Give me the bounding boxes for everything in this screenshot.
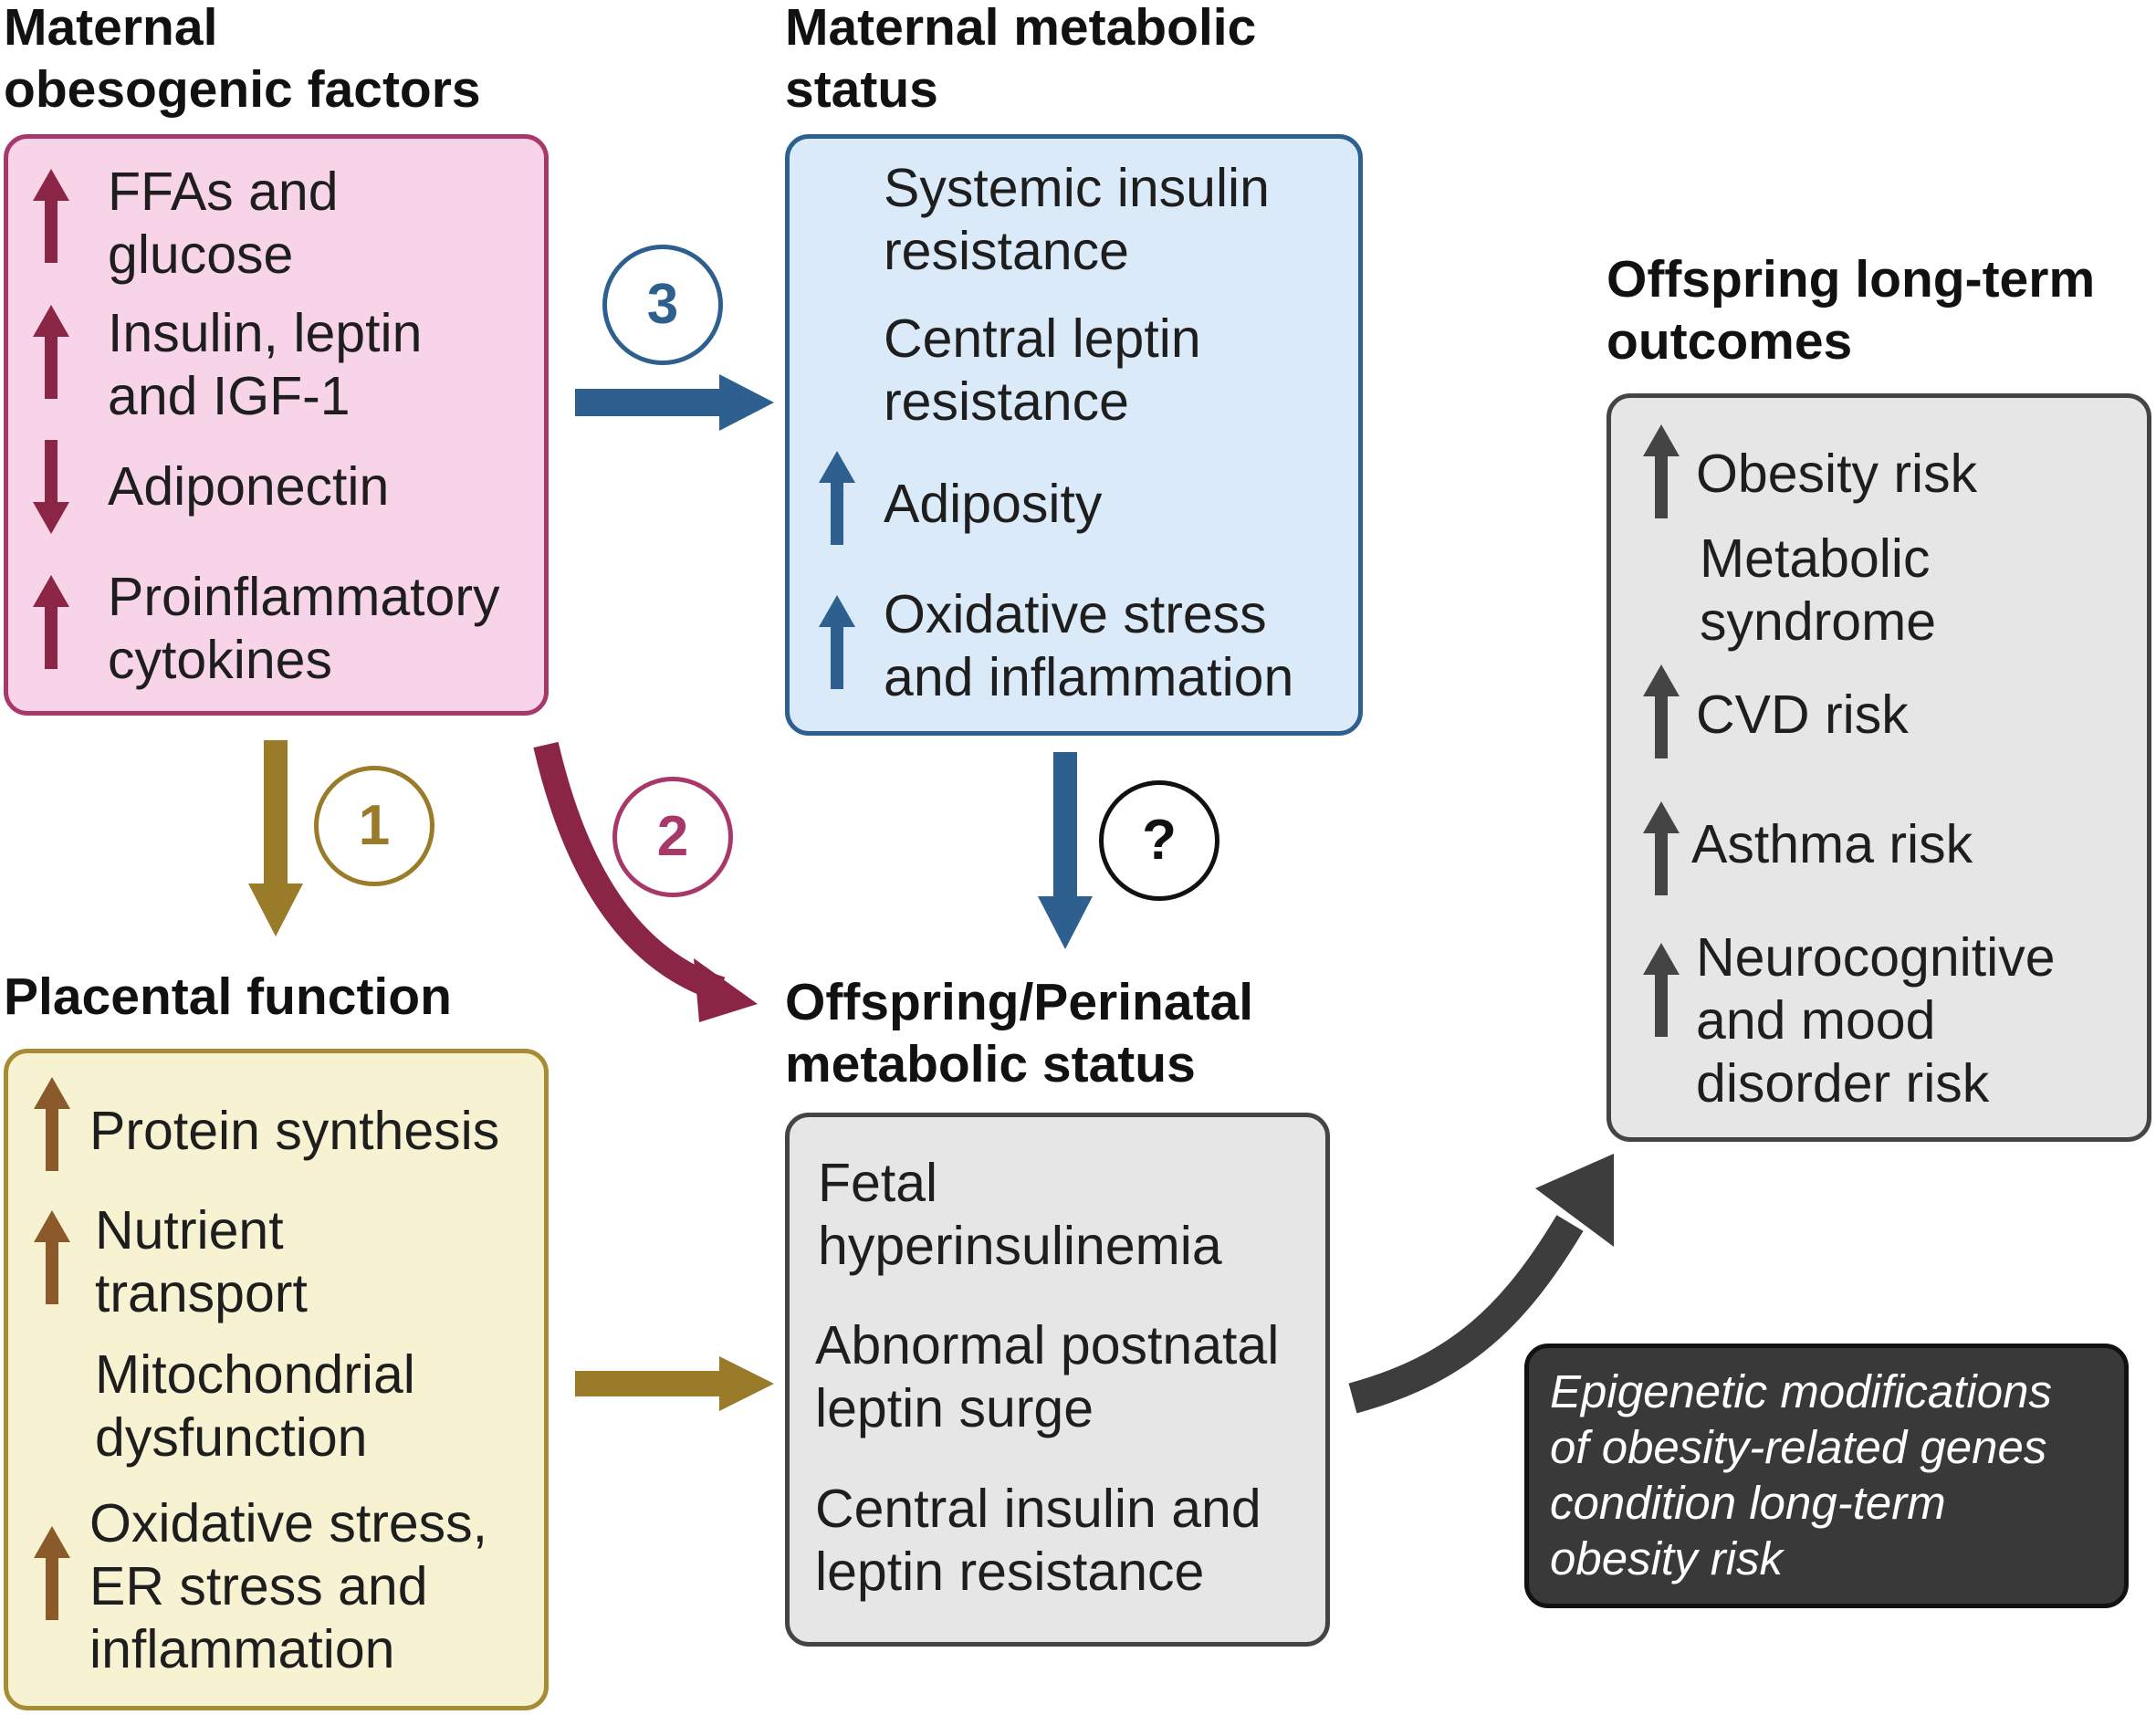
arrow-placental-to-perinatal — [575, 1356, 774, 1411]
down-arrow-icon — [33, 440, 69, 534]
arrow-path-3 — [575, 374, 774, 431]
up-arrow-icon — [1643, 664, 1680, 758]
maternal-factors-box — [4, 134, 549, 716]
outcome-item-obesity: Obesity risk — [1696, 444, 1978, 504]
maternal-metabolic-box — [785, 134, 1363, 736]
arrow-perinatal-to-outcomes — [1348, 1154, 1614, 1414]
pathway-label-unknown: ? — [1099, 780, 1219, 901]
pathway-label-3: 3 — [602, 245, 723, 365]
up-arrow-icon — [33, 305, 69, 399]
offspring-outcomes-box — [1607, 393, 2151, 1142]
placental-function-heading: Placental function — [4, 967, 452, 1026]
offspring-perinatal-box — [785, 1113, 1330, 1647]
up-arrow-icon — [1643, 424, 1680, 518]
epigenetic-note-box — [1524, 1344, 2129, 1608]
metabolic-item-adiposity: Adiposity — [884, 474, 1103, 534]
placental-function-box — [4, 1049, 549, 1710]
up-arrow-icon — [33, 575, 69, 669]
pathway-label-2: 2 — [612, 777, 733, 897]
up-arrow-icon — [819, 451, 855, 545]
outcome-item-cvd: CVD risk — [1696, 685, 1909, 745]
arrow-path-2 — [533, 741, 758, 1022]
placental-item-protein: Protein synthesis — [89, 1101, 500, 1161]
up-arrow-icon — [34, 1210, 70, 1304]
outcome-item-asthma: Asthma risk — [1691, 814, 1973, 874]
maternal-item-adiponectin: Adiponectin — [108, 456, 390, 517]
up-arrow-icon — [819, 595, 855, 689]
up-arrow-icon — [1643, 801, 1680, 895]
arrow-path-1 — [248, 740, 303, 936]
up-arrow-icon — [34, 1526, 70, 1620]
up-arrow-icon — [33, 169, 69, 263]
up-arrow-icon — [34, 1077, 70, 1171]
up-arrow-icon — [1643, 943, 1680, 1037]
arrow-unknown — [1038, 752, 1093, 949]
pathway-label-1: 1 — [314, 766, 434, 886]
